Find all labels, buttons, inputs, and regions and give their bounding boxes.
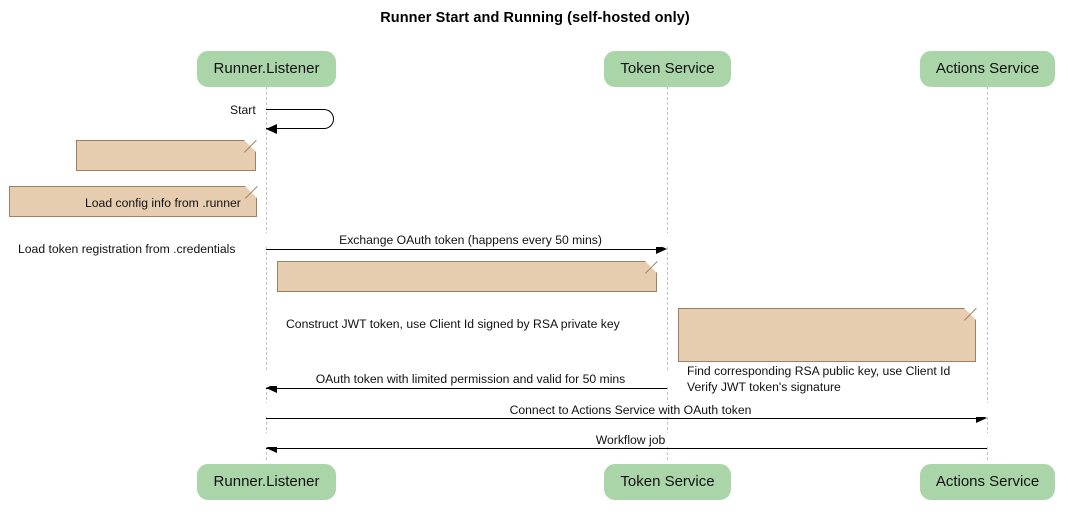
lifeline-token-service	[667, 87, 668, 460]
note-construct-jwt: Construct JWT token, use Client Id signe…	[277, 261, 658, 331]
message-oauth-reply-label: OAuth token with limited permission and …	[266, 372, 675, 386]
participant-label: Runner.Listener	[213, 473, 320, 490]
dogear-icon	[244, 140, 256, 152]
message-workflow-job-label: Workflow job	[266, 433, 995, 447]
note-text: Construct JWT token, use Client Id signe…	[286, 317, 620, 331]
message-exchange-oauth-label: Exchange OAuth token (happens every 50 m…	[266, 233, 675, 247]
message-oauth-reply-arrowhead	[266, 383, 277, 393]
message-connect-actions-line	[266, 418, 976, 419]
participant-label: Token Service	[620, 473, 715, 490]
participant-label: Runner.Listener	[213, 60, 320, 77]
dogear-icon	[645, 261, 657, 273]
message-connect-actions-arrowhead	[976, 413, 987, 423]
participant-actions-service-top[interactable]: Actions Service	[920, 51, 1055, 87]
message-start-arrowhead	[266, 124, 277, 134]
participant-label: Actions Service	[935, 60, 1040, 77]
message-workflow-job-arrowhead	[266, 443, 277, 453]
participant-token-service-bottom[interactable]: Token Service	[604, 464, 731, 500]
message-exchange-oauth-arrowhead	[656, 244, 667, 254]
page-title: Runner Start and Running (self-hosted on…	[380, 10, 690, 26]
note-load-config: Load config info from .runner	[76, 140, 257, 210]
note-text: Find corresponding RSA public key, use C…	[687, 364, 951, 394]
message-start-loop	[266, 109, 334, 129]
note-text: Load token registration from .credential…	[18, 242, 236, 256]
participant-token-service-top[interactable]: Token Service	[604, 51, 731, 87]
participant-label: Actions Service	[935, 473, 1040, 490]
participant-runner-bottom[interactable]: Runner.Listener	[197, 464, 336, 500]
note-verify-jwt: Find corresponding RSA public key, use C…	[678, 308, 977, 394]
participant-label: Token Service	[620, 60, 715, 77]
note-load-token-registration: Load token registration from .credential…	[9, 186, 258, 256]
participant-actions-service-bottom[interactable]: Actions Service	[920, 464, 1055, 500]
lifeline-runner	[266, 87, 267, 460]
participant-runner-top[interactable]: Runner.Listener	[197, 51, 336, 87]
message-exchange-oauth-line	[266, 249, 656, 250]
message-connect-actions-label: Connect to Actions Service with OAuth to…	[266, 403, 995, 417]
dogear-icon	[964, 308, 976, 320]
dogear-icon	[245, 186, 257, 198]
message-oauth-reply-line	[266, 388, 667, 389]
message-start-label: Start	[226, 103, 260, 117]
lifeline-actions-service	[987, 87, 988, 460]
note-text: Load config info from .runner	[85, 196, 241, 210]
message-workflow-job-line	[266, 448, 987, 449]
